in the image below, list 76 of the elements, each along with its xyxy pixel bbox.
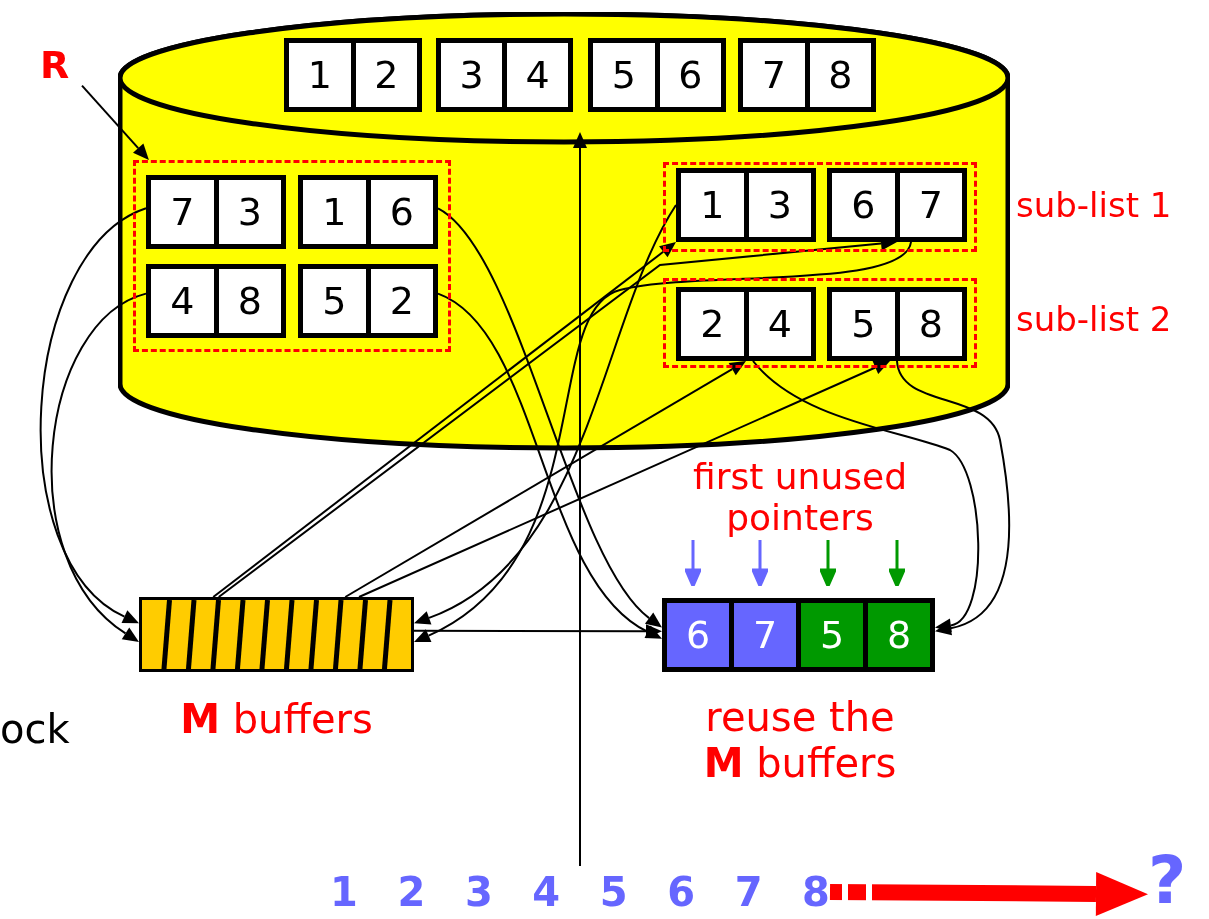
partial-word: ock (0, 706, 70, 752)
buffer-caption: M buffers (179, 696, 374, 742)
arrow (437, 292, 661, 641)
sublist-label: sub-list 1 (1016, 186, 1173, 226)
arrow (50, 292, 147, 644)
block-number: 6 (365, 180, 433, 244)
block-number: 4 (502, 43, 568, 107)
block-number: 7 (894, 173, 962, 237)
sequence-number: 2 (397, 869, 426, 915)
sequence-number: 3 (464, 869, 493, 915)
sequence-number: 5 (599, 869, 628, 915)
dashed-group (663, 278, 977, 368)
page-block (298, 264, 438, 338)
block-number: 2 (350, 43, 417, 107)
dashed-group (133, 160, 451, 352)
question-mark: ? (1148, 844, 1206, 918)
buffer-slot: 6 (667, 603, 729, 667)
sublist-label: sub-list 2 (1016, 300, 1173, 340)
output-buffer (662, 598, 935, 672)
page-block (676, 287, 816, 361)
block-number: 7 (760, 52, 787, 99)
block-number: 8 (894, 292, 962, 356)
arrow (896, 360, 1011, 635)
arrow (358, 361, 890, 598)
sequence-number: 4 (532, 869, 561, 915)
buffer-caption: reuse the M buffers (702, 694, 898, 786)
page-block (738, 38, 876, 112)
dashed-group (663, 162, 977, 252)
page-block (827, 287, 967, 361)
block-number: 2 (699, 301, 726, 348)
buffer-slot: 5 (796, 603, 863, 667)
block-number: 5 (850, 301, 877, 348)
block-number: 2 (365, 269, 433, 333)
page-block (436, 38, 573, 112)
buffer-slot: 8 (863, 603, 930, 667)
block-number: 4 (743, 292, 811, 356)
buffer-array (139, 597, 414, 672)
block-number: 7 (169, 189, 196, 236)
buffer-slot: 7 (729, 603, 796, 667)
arrow (752, 360, 980, 633)
block-number: 8 (804, 43, 871, 107)
leader-arrow (81, 84, 149, 160)
block-number: 3 (213, 180, 281, 244)
arrow (829, 871, 1148, 916)
pointer-caption: first unused pointers (692, 456, 908, 539)
arrow (414, 241, 912, 644)
arrow (437, 207, 661, 630)
page-block (827, 168, 967, 242)
page-block (298, 175, 438, 249)
block-number: 6 (654, 43, 721, 107)
relation-label: R (40, 42, 82, 88)
page-block (146, 264, 286, 338)
arrow (414, 204, 677, 625)
sequence-number: 8 (802, 869, 830, 915)
page-block (146, 175, 286, 249)
sequence-number: 7 (734, 869, 763, 915)
arrow (413, 624, 662, 639)
block-number: 5 (610, 52, 637, 99)
sequence-number: 6 (667, 869, 696, 915)
block-number: 4 (169, 278, 196, 325)
block-number: 1 (321, 189, 348, 236)
sequence-number: 1 (330, 869, 358, 915)
block-number: 1 (306, 52, 333, 99)
page-block (588, 38, 726, 112)
disk-cylinder (118, 12, 1010, 452)
block-number: 6 (850, 182, 877, 229)
block-number: 3 (743, 173, 811, 237)
page-block (284, 38, 422, 112)
arrow (212, 242, 676, 598)
block-number: 3 (458, 52, 485, 99)
block-number: 5 (321, 278, 348, 325)
block-number: 1 (699, 182, 726, 229)
block-number: 8 (213, 269, 281, 333)
arrow (573, 132, 587, 867)
arrow (344, 361, 746, 598)
page-block (676, 168, 816, 242)
